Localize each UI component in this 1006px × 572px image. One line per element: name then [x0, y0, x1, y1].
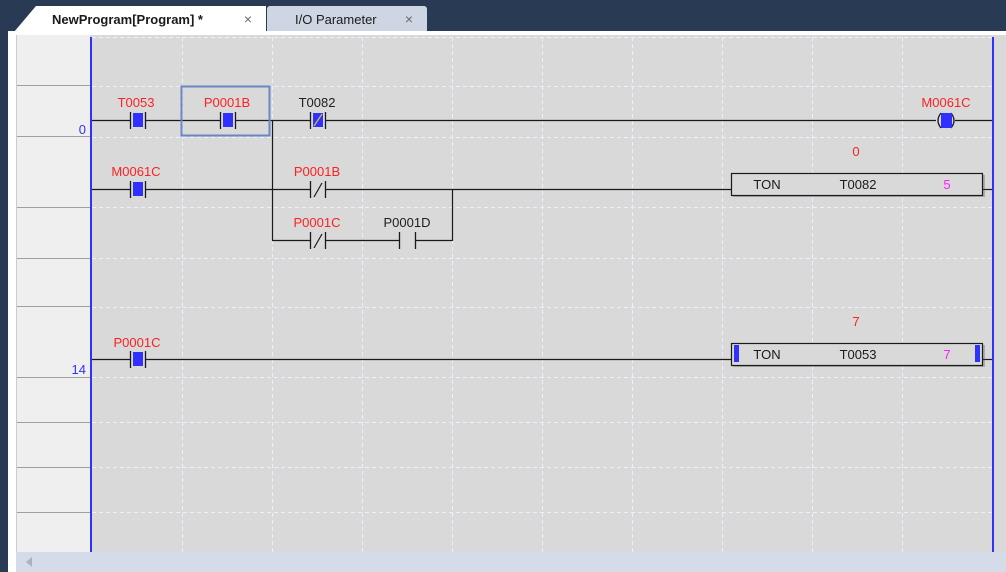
coil-m0061c[interactable]: M0061C	[921, 95, 971, 129]
device-label: P0001B	[294, 164, 340, 179]
tab-label: NewProgram[Program] *	[52, 11, 203, 27]
step-gutter	[16, 35, 90, 552]
timer-instruction: TON	[753, 347, 780, 362]
contact-m0061c[interactable]: M0061C	[111, 164, 161, 198]
wires	[92, 119, 992, 361]
tab-io-parameter[interactable]: I/O Parameter ×	[267, 6, 427, 32]
tab-label: I/O Parameter	[295, 11, 377, 27]
tab-strip: NewProgram[Program] * × I/O Parameter ×	[0, 0, 1006, 32]
contact-p0001c[interactable]: P0001C	[114, 335, 161, 368]
device-label: M0061C	[921, 95, 970, 110]
grid-lines	[92, 37, 992, 552]
contact-on-indicator	[133, 113, 143, 127]
close-icon[interactable]: ×	[243, 11, 252, 27]
contact-p0001b[interactable]: P0001B	[204, 95, 250, 129]
horizontal-scrollbar[interactable]	[16, 552, 1006, 572]
device-label: T0082	[299, 95, 336, 110]
timer-device: T0053	[840, 347, 877, 362]
timer-instruction: TON	[753, 177, 780, 192]
device-label: P0001D	[384, 215, 431, 230]
contact-p0001d[interactable]: P0001D	[384, 215, 431, 249]
timer-preset: 5	[943, 177, 950, 192]
gutter-separators	[17, 85, 90, 513]
device-label: M0061C	[111, 164, 160, 179]
device-label: P0001B	[204, 95, 250, 110]
device-label: P0001C	[294, 215, 341, 230]
contact-nc-p0001b[interactable]: P0001B	[294, 164, 340, 198]
contact-nc-t0082[interactable]: T0082	[299, 95, 336, 129]
close-icon[interactable]: ×	[404, 11, 413, 27]
device-label: P0001C	[114, 335, 161, 350]
timer-input-on-indicator	[734, 345, 739, 362]
coil-on-indicator	[941, 113, 952, 128]
step-number: 14	[72, 362, 86, 377]
contact-on-indicator	[133, 352, 143, 366]
contact-t0053[interactable]: T0053	[118, 95, 155, 129]
scroll-left-icon[interactable]	[26, 557, 32, 567]
timer-current-value: 0	[852, 144, 859, 159]
contact-nc-p0001c[interactable]: P0001C	[294, 215, 341, 249]
selection-cursor	[180, 85, 271, 137]
tab-newprogram[interactable]: NewProgram[Program] * ×	[14, 6, 266, 32]
step-number: 0	[79, 122, 86, 137]
contact-on-indicator	[133, 182, 143, 196]
timer-current-value: 7	[852, 314, 859, 329]
device-label: T0053	[118, 95, 155, 110]
right-power-rail	[992, 37, 994, 552]
contact-on-indicator	[223, 113, 233, 127]
timer-ton-t0082[interactable]: 0 TON T0082 5	[730, 144, 986, 197]
timer-output-on-indicator	[975, 345, 980, 362]
timer-preset: 7	[943, 347, 950, 362]
timer-ton-t0053[interactable]: 7 TON T0053 7	[730, 314, 986, 367]
left-power-rail	[90, 37, 92, 552]
timer-device: T0082	[840, 177, 877, 192]
